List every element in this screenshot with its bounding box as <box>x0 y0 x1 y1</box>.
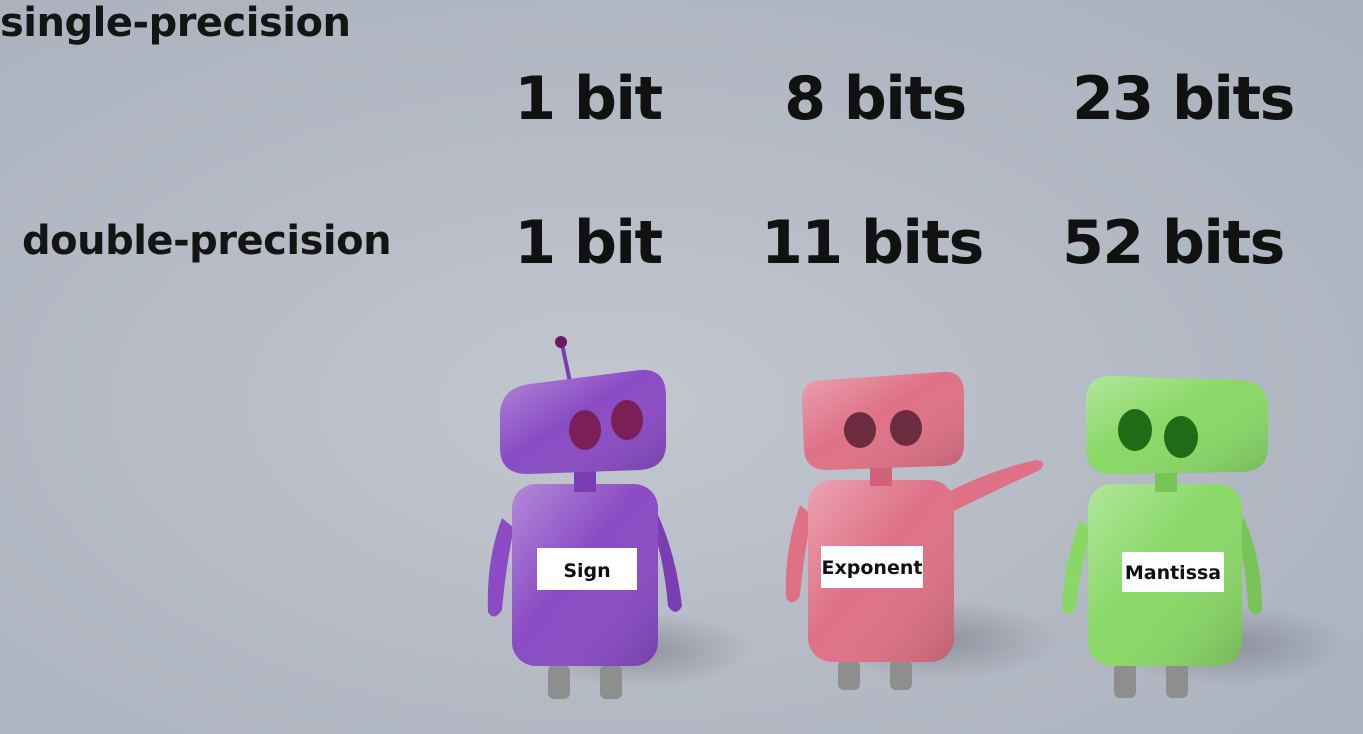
mantissa-robot-tag-text: Mantissa <box>1125 562 1221 584</box>
sign-robot-antenna-tip <box>555 336 567 348</box>
sign-robot-tag-text: Sign <box>563 560 610 582</box>
sign-robot-neck <box>574 470 596 492</box>
mantissa-robot-left-eye <box>1118 409 1152 451</box>
sign-robot-left-leg <box>548 665 570 699</box>
mantissa-robot: Mantissa <box>1062 376 1350 698</box>
sign-robot-right-eye <box>611 400 643 440</box>
sign-robot-tag <box>537 548 637 590</box>
exponent-robot-right-arm <box>940 460 1044 514</box>
single-mantissa-bits: 23 bits <box>1072 64 1295 134</box>
mantissa-robot-right-eye <box>1164 416 1198 458</box>
exponent-robot-right-leg <box>890 660 912 690</box>
single-exponent-bits: 8 bits <box>784 64 967 134</box>
sign-robot: Sign <box>487 336 750 699</box>
single-precision-label: single-precision <box>0 0 351 46</box>
double-exponent-bits: 11 bits <box>761 208 984 278</box>
mantissa-robot-left-leg <box>1114 662 1136 698</box>
exponent-robot-left-leg <box>838 660 860 690</box>
exponent-robot-right-eye <box>890 410 922 446</box>
double-sign-bits: 1 bit <box>514 208 663 278</box>
mantissa-robot-right-arm <box>1236 518 1262 615</box>
sign-robot-left-eye <box>569 410 601 450</box>
mantissa-robot-neck <box>1155 468 1177 492</box>
sign-robot-left-arm <box>487 518 514 617</box>
double-mantissa-bits: 52 bits <box>1062 208 1285 278</box>
sign-robot-right-leg <box>600 665 622 699</box>
exponent-robot-tag <box>821 546 923 588</box>
exponent-robot-tag-text: Exponent <box>822 557 923 579</box>
mantissa-robot-tag <box>1122 552 1224 592</box>
sign-robot-antenna <box>560 343 572 383</box>
mantissa-robot-right-leg <box>1166 662 1188 698</box>
double-precision-label: double-precision <box>22 218 392 264</box>
single-sign-bits: 1 bit <box>514 64 663 134</box>
exponent-robot-left-eye <box>844 412 876 448</box>
exponent-robot-left-arm <box>785 505 812 603</box>
sign-robot-right-arm <box>652 515 682 612</box>
mantissa-robot-left-arm <box>1062 520 1092 615</box>
exponent-robot: Exponent <box>785 371 1060 690</box>
